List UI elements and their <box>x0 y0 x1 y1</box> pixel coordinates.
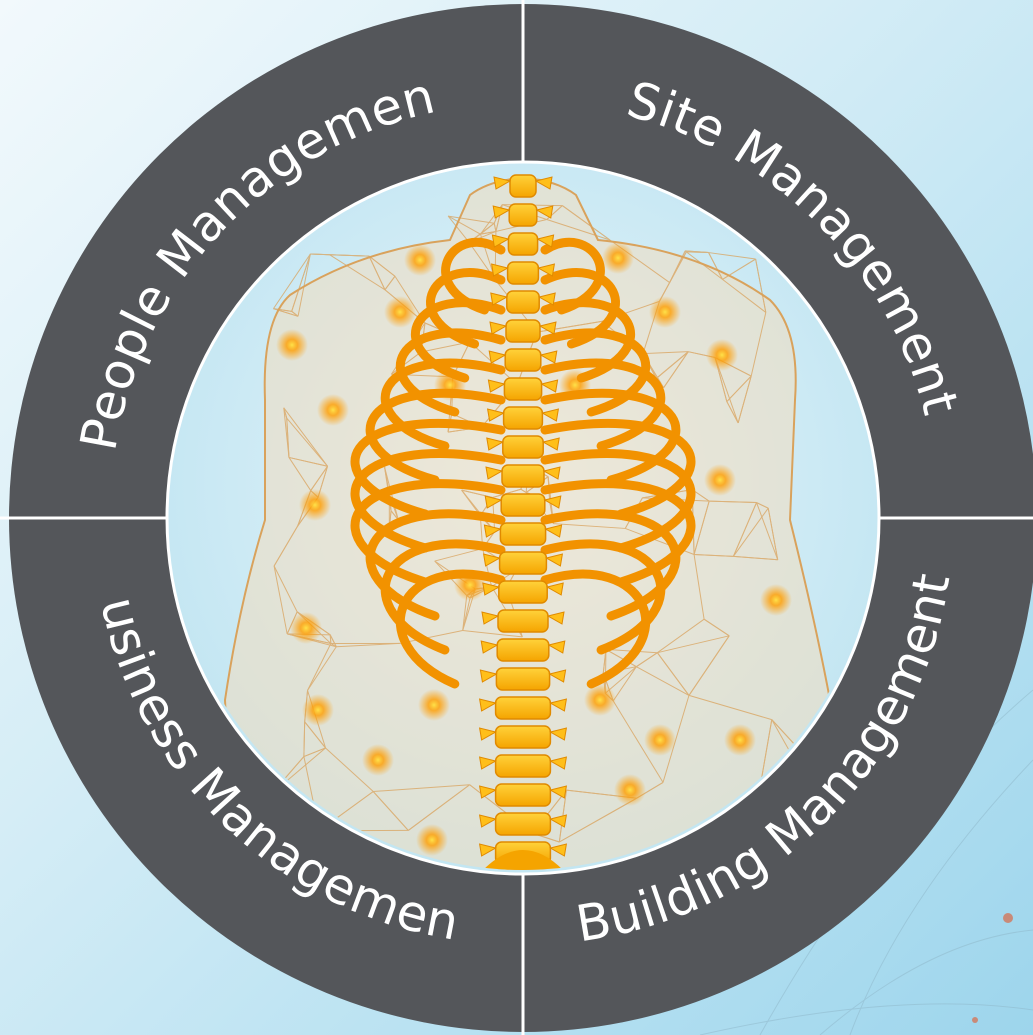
vertebra <box>496 784 551 806</box>
glow-point <box>760 584 792 616</box>
vertebra <box>506 320 540 342</box>
glow-point <box>706 339 738 371</box>
vertebra <box>500 523 545 545</box>
vertebra <box>496 697 551 719</box>
glow-point <box>290 612 322 644</box>
vertebra <box>509 204 537 226</box>
vertebra <box>507 291 539 313</box>
vertebra <box>496 813 551 835</box>
vertebra <box>499 581 547 603</box>
glow-point <box>302 694 334 726</box>
glow-point <box>724 724 756 756</box>
glow-point <box>602 242 634 274</box>
glow-point <box>416 824 448 856</box>
vertebra <box>496 755 551 777</box>
mesh-line <box>310 254 329 255</box>
vertebra <box>498 610 548 632</box>
glow-point <box>644 724 676 756</box>
vertebra <box>504 407 543 429</box>
vertebra <box>508 233 537 255</box>
vertebra <box>502 465 544 487</box>
glow-point <box>614 774 646 806</box>
glow-point <box>418 689 450 721</box>
network-node <box>1003 913 1013 923</box>
vertebra <box>510 175 536 197</box>
vertebra <box>496 726 551 748</box>
glow-point <box>362 744 394 776</box>
glow-point <box>317 394 349 426</box>
vertebra <box>503 436 543 458</box>
glow-point <box>704 464 736 496</box>
vertebra <box>496 668 549 690</box>
glow-point <box>649 296 681 328</box>
vertebra <box>508 262 539 284</box>
vertebra <box>497 639 549 661</box>
glow-point <box>584 684 616 716</box>
glow-point <box>404 244 436 276</box>
spine-illustration <box>225 175 830 900</box>
vertebra <box>505 349 541 371</box>
glow-point <box>384 296 416 328</box>
vertebra <box>500 552 547 574</box>
glow-point <box>299 489 331 521</box>
network-node <box>972 1017 978 1023</box>
glow-point <box>276 329 308 361</box>
vertebra <box>501 494 545 516</box>
vertebra <box>504 378 541 400</box>
